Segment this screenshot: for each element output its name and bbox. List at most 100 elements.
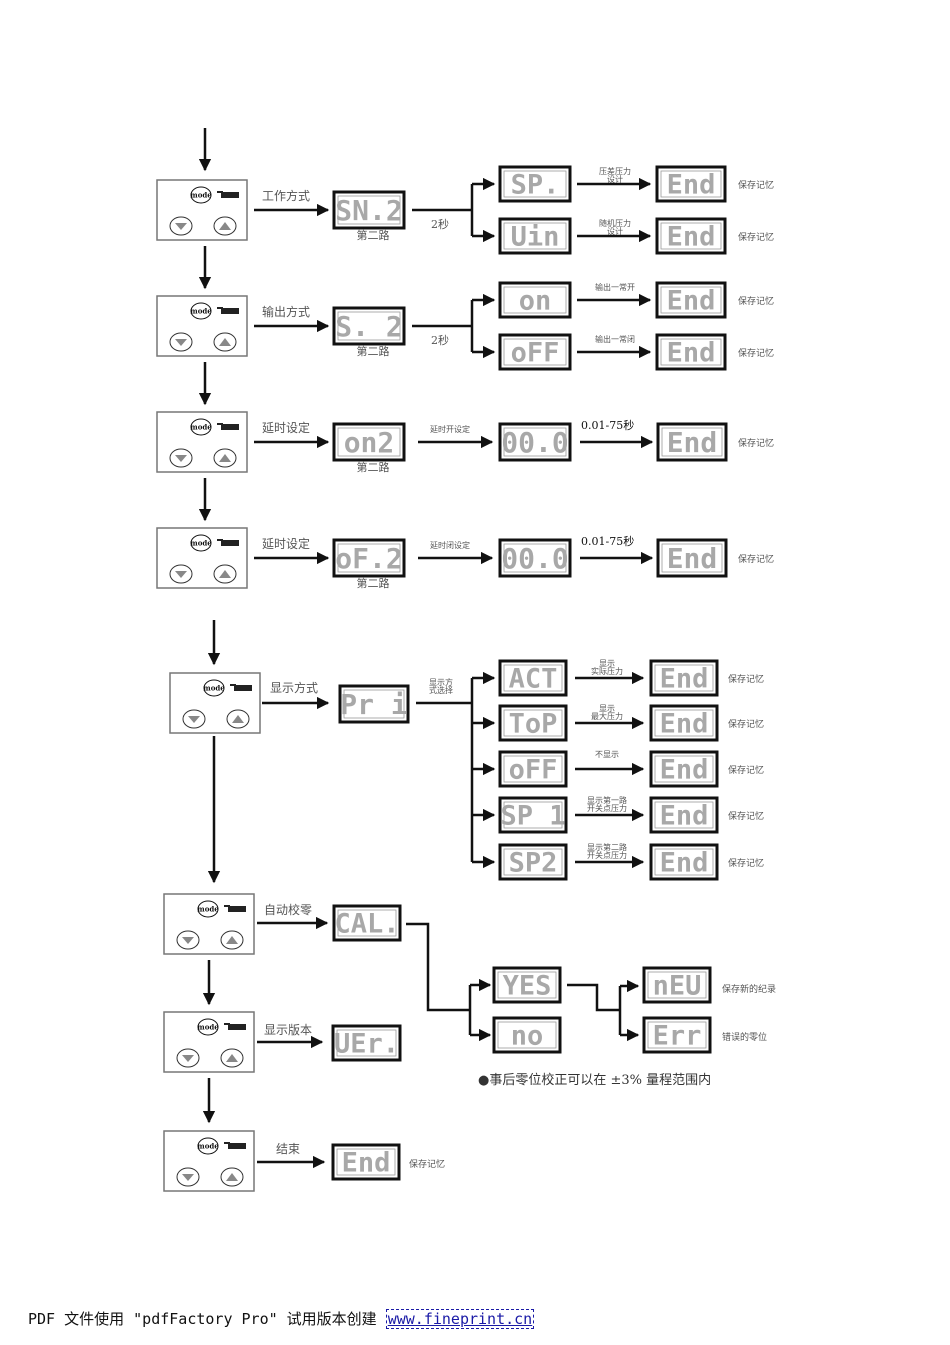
triangle-up-icon — [219, 454, 231, 462]
mode-button[interactable]: mode — [190, 534, 212, 552]
mode-button-label: mode — [197, 1142, 219, 1151]
triangle-down-icon — [182, 1174, 194, 1181]
lcd-text: UEr. — [334, 1029, 399, 1060]
keypad-panel: mode — [156, 411, 248, 473]
mode-button-outline — [197, 1018, 219, 1036]
option-display: SP 1 — [498, 796, 568, 834]
lcd-text: End — [667, 542, 718, 575]
down-button[interactable] — [176, 1048, 200, 1068]
lcd-text: End — [667, 338, 716, 369]
end-display: End — [655, 281, 727, 319]
lcd-inner — [654, 709, 714, 737]
lcd-text: SP2 — [509, 848, 558, 879]
pointing-hand-icon — [217, 423, 239, 430]
lcd-inner — [660, 170, 722, 198]
arrow-label: 不显示 — [595, 750, 619, 759]
lcd-frame — [498, 422, 572, 462]
lcd-text: on2 — [344, 426, 395, 459]
mode-button[interactable]: mode — [190, 418, 212, 436]
step-label: 工作方式 — [262, 188, 310, 203]
delay-display: oF.2 — [332, 538, 406, 578]
save-note: 保存记忆 — [738, 437, 774, 449]
keypad-panel: mode — [156, 295, 248, 357]
option-display: ToP — [498, 704, 568, 742]
save-note: 保存记忆 — [738, 231, 774, 243]
down-button[interactable] — [169, 216, 193, 236]
down-button[interactable] — [169, 448, 193, 468]
no-display: no — [492, 1016, 562, 1054]
save-note: 保存记忆 — [728, 718, 764, 730]
mode-button-outline — [190, 534, 212, 552]
hand-finger — [230, 684, 236, 686]
selection-label: 式选择 — [429, 685, 453, 695]
keypad-panel: mode — [163, 1011, 255, 1073]
mode-button[interactable]: mode — [197, 1018, 219, 1036]
lcd-frame — [338, 684, 410, 724]
lcd-frame — [498, 538, 572, 578]
end-display: End — [649, 659, 719, 697]
arrow-label: 压差压力 — [599, 166, 631, 176]
mode-button[interactable]: mode — [197, 1137, 219, 1155]
mode-button[interactable]: mode — [203, 679, 225, 697]
mode-button-outline — [203, 679, 225, 697]
lcd-text: SP. — [511, 170, 560, 201]
step-label: 结束 — [276, 1142, 300, 1156]
lcd-inner — [337, 195, 401, 225]
lcd-frame — [498, 165, 572, 203]
hand-shape — [228, 906, 246, 912]
calibration-display: CAL. — [332, 904, 402, 942]
mode-button-outline — [190, 186, 212, 204]
up-button[interactable] — [213, 564, 237, 584]
lcd-frame — [649, 704, 719, 742]
mode-button[interactable]: mode — [190, 186, 212, 204]
lcd-inner — [647, 1021, 707, 1049]
yes-display: YES — [492, 966, 562, 1004]
lcd-inner — [503, 170, 567, 198]
up-button[interactable] — [220, 1167, 244, 1187]
footer-text: PDF 文件使用 "pdfFactory Pro" 试用版本创建 — [28, 1310, 386, 1328]
lcd-text: S. 2 — [335, 310, 402, 343]
mode-button-outline — [190, 302, 212, 320]
up-button[interactable] — [220, 1048, 244, 1068]
lcd-text: End — [667, 426, 718, 459]
arrow-label: 设计 — [607, 174, 623, 184]
up-button[interactable] — [213, 216, 237, 236]
hand-shape — [221, 308, 239, 314]
lcd-inner — [660, 286, 722, 314]
down-button[interactable] — [176, 1167, 200, 1187]
end-display: End — [649, 843, 719, 881]
lcd-inner — [503, 338, 567, 366]
lcd-inner — [503, 709, 563, 737]
lcd-frame — [498, 796, 568, 834]
lcd-text: oFF — [509, 755, 558, 786]
lcd-inner — [503, 801, 563, 829]
lcd-inner — [503, 664, 563, 692]
lcd-frame — [331, 1143, 401, 1181]
pdf-footer: PDF 文件使用 "pdfFactory Pro" 试用版本创建 www.fin… — [28, 1308, 535, 1329]
down-button[interactable] — [182, 709, 206, 729]
footer-link[interactable]: www.fineprint.cn — [385, 1309, 535, 1329]
mode-button[interactable]: mode — [190, 302, 212, 320]
option-display: oFF — [498, 750, 568, 788]
pointing-hand-icon — [224, 1142, 246, 1149]
down-button[interactable] — [176, 930, 200, 950]
lcd-inner — [503, 543, 567, 573]
triangle-down-icon — [182, 1055, 194, 1062]
step-label: 延时设定 — [262, 536, 310, 551]
keypad-panel: mode — [169, 672, 261, 734]
lcd-frame — [492, 1016, 562, 1054]
mode-button-label: mode — [190, 191, 212, 200]
arrow-label: 随机压力 — [599, 218, 631, 228]
up-button[interactable] — [220, 930, 244, 950]
hand-shape — [228, 1143, 246, 1149]
mode-button-label: mode — [190, 539, 212, 548]
up-button[interactable] — [213, 332, 237, 352]
option-display: SP. — [498, 165, 572, 203]
triangle-down-icon — [175, 223, 187, 230]
mode-button[interactable]: mode — [197, 900, 219, 918]
down-button[interactable] — [169, 332, 193, 352]
pointing-hand-icon — [217, 191, 239, 198]
up-button[interactable] — [226, 709, 250, 729]
down-button[interactable] — [169, 564, 193, 584]
up-button[interactable] — [213, 448, 237, 468]
